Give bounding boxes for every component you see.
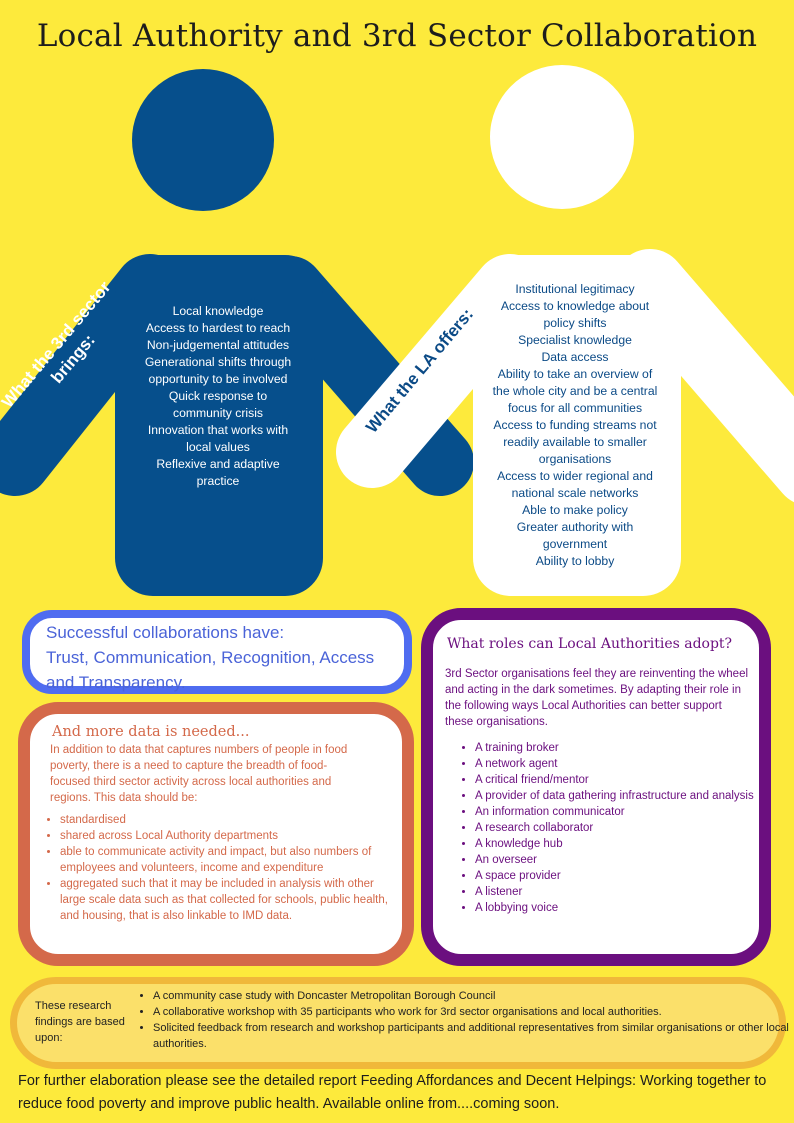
- roles-heading: What roles can Local Authorities adopt?: [447, 636, 733, 652]
- list-item: A collaborative workshop with 35 partici…: [153, 1004, 794, 1020]
- list-item: Non-judgemental attitudes: [146, 338, 290, 352]
- third-sector-head: [132, 69, 274, 211]
- list-item: A community case study with Doncaster Me…: [153, 988, 794, 1004]
- la-list: Institutional legitimacy Access to knowl…: [490, 281, 660, 570]
- list-item: Generational shifts through opportunity …: [144, 355, 292, 386]
- list-item: A lobbying voice: [475, 900, 759, 916]
- list-item: Specialist knowledge: [518, 333, 632, 347]
- data-needed-box: And more data is needed... In addition t…: [18, 702, 414, 966]
- data-needed-list: standardised shared across Local Authori…: [30, 812, 400, 924]
- list-item: Data access: [541, 350, 609, 364]
- list-item: Greater authority with government: [516, 520, 634, 551]
- success-heading: Successful collaborations have:: [46, 623, 285, 642]
- list-item: Access to knowledge about policy shifts: [500, 299, 650, 330]
- list-item: Institutional legitimacy: [515, 282, 635, 296]
- list-item: Solicited feedback from research and wor…: [153, 1020, 794, 1052]
- list-item: Local knowledge: [172, 304, 264, 318]
- list-item: shared across Local Authority department…: [60, 828, 400, 844]
- list-item: Innovation that works with local values: [147, 423, 289, 454]
- third-sector-torso: [115, 255, 323, 596]
- list-item: Quick response to community crisis: [168, 389, 268, 420]
- list-item: A network agent: [475, 756, 759, 772]
- roles-list: A training broker A network agent A crit…: [433, 740, 759, 916]
- page-title: Local Authority and 3rd Sector Collabora…: [36, 18, 758, 54]
- list-item: Access to wider regional and national sc…: [497, 469, 653, 500]
- list-item: An information communicator: [475, 804, 759, 820]
- list-item: A listener: [475, 884, 759, 900]
- list-item: aggregated such that it may be included …: [60, 876, 400, 924]
- success-values: Trust, Communication, Recognition, Acces…: [46, 648, 375, 692]
- list-item: Access to hardest to reach: [145, 321, 291, 335]
- research-label: These research findings are based upon:: [35, 1000, 125, 1044]
- list-item: Reflexive and adaptive practice: [156, 457, 280, 488]
- list-item: Access to funding streams not readily av…: [493, 418, 657, 466]
- research-box: These research findings are based upon: …: [10, 977, 789, 1069]
- roles-intro: 3rd Sector organisations feel they are r…: [445, 668, 749, 728]
- footer-note: For further elaboration please see the d…: [18, 1073, 767, 1112]
- list-item: standardised: [60, 812, 400, 828]
- data-needed-intro: In addition to data that captures number…: [50, 744, 348, 804]
- la-figure: [336, 65, 794, 596]
- data-needed-heading: And more data is needed...: [52, 724, 250, 740]
- list-item: An overseer: [475, 852, 759, 868]
- la-torso: [473, 255, 681, 596]
- list-item: Ability to lobby: [535, 554, 615, 568]
- list-item: Able to make policy: [522, 503, 628, 517]
- list-item: Ability to take an overview of the whole…: [492, 367, 658, 415]
- list-item: able to communicate activity and impact,…: [60, 844, 400, 876]
- roles-box: What roles can Local Authorities adopt? …: [421, 608, 771, 966]
- list-item: A provider of data gathering infrastruct…: [475, 788, 759, 804]
- list-item: A space provider: [475, 868, 759, 884]
- success-box: Successful collaborations have: Trust, C…: [22, 610, 412, 694]
- list-item: A research collaborator: [475, 820, 759, 836]
- list-item: A knowledge hub: [475, 836, 759, 852]
- list-item: A training broker: [475, 740, 759, 756]
- third-sector-list: Local knowledge Access to hardest to rea…: [140, 303, 296, 490]
- list-item: A critical friend/mentor: [475, 772, 759, 788]
- research-list: A community case study with Doncaster Me…: [137, 988, 794, 1052]
- la-head: [490, 65, 634, 209]
